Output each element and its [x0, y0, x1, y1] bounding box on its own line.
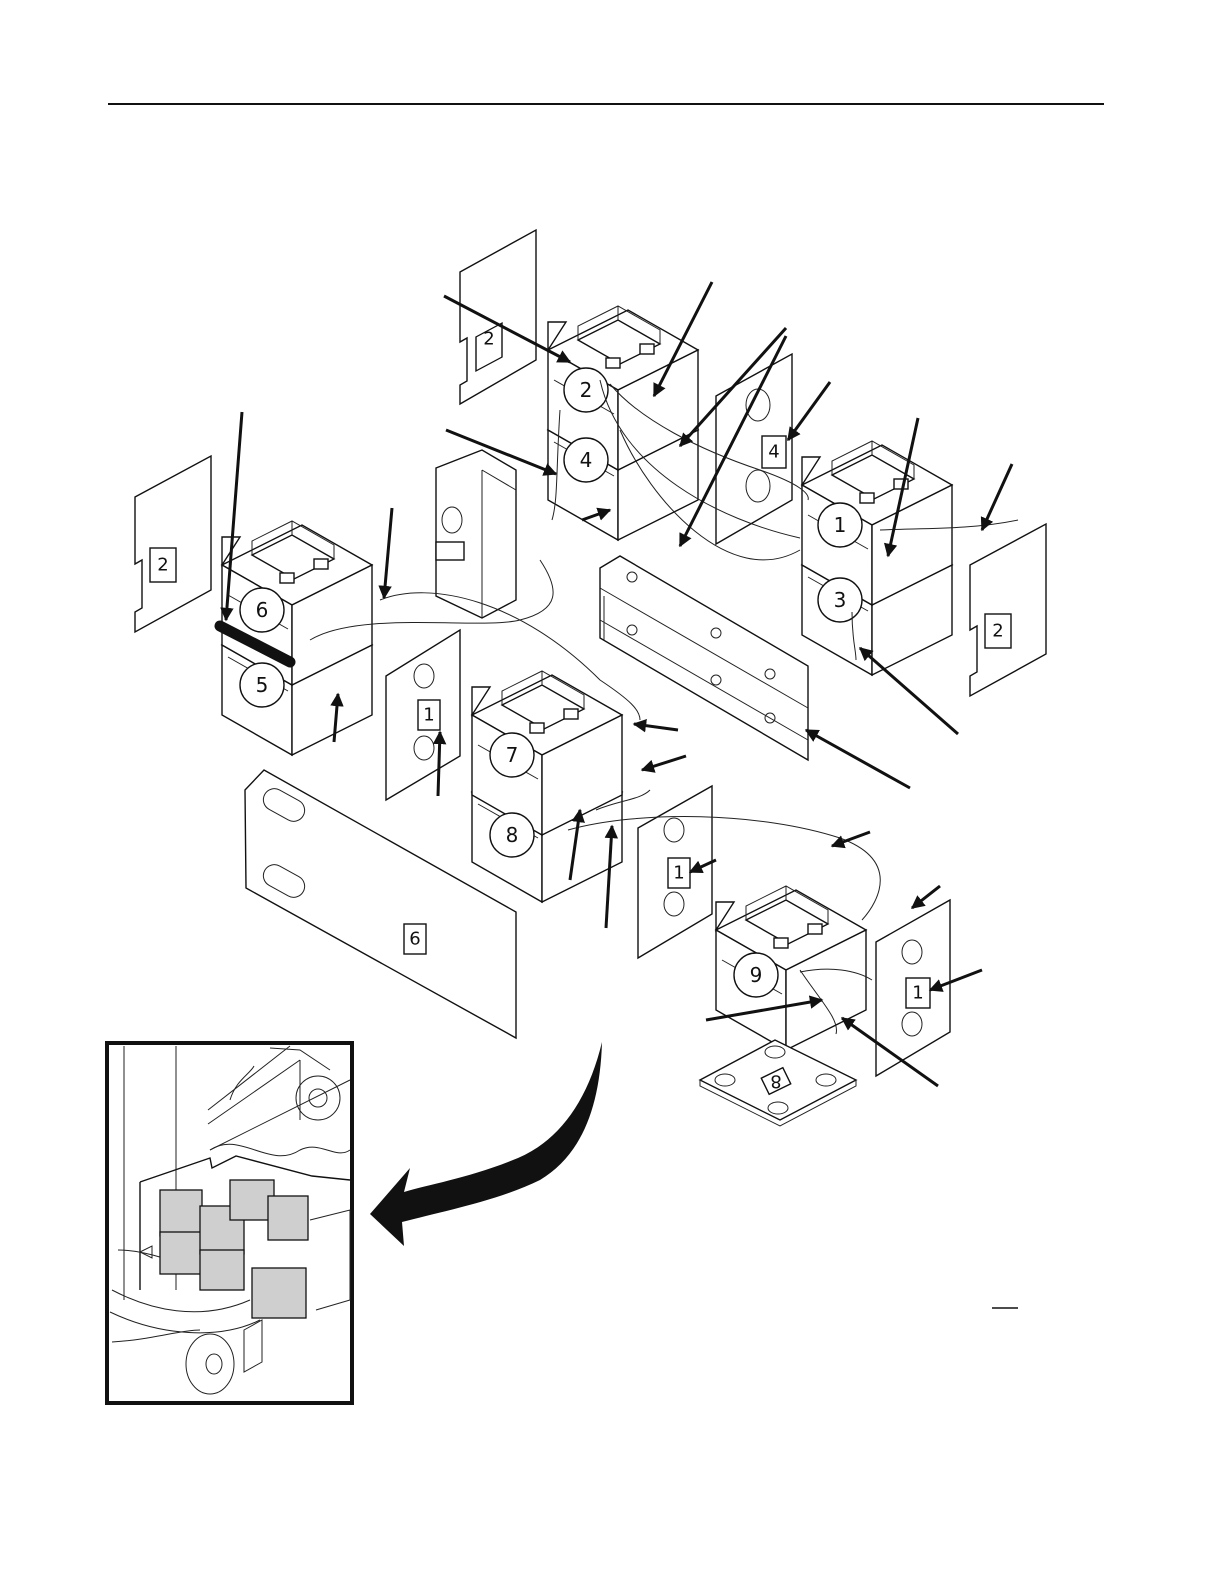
battery-5-label: 5 — [256, 673, 269, 697]
left-panel: 2 — [135, 456, 211, 632]
left-panel-tag: 2 — [157, 555, 168, 576]
battery-stack-6-5: 6 5 — [220, 521, 372, 755]
battery-stack-1-3: 1 3 — [802, 441, 952, 675]
battery-stack-2-4: 2 4 — [548, 306, 698, 540]
location-inset — [107, 1043, 352, 1403]
battery-2-label: 2 — [580, 378, 593, 402]
battery-4-label: 4 — [580, 448, 593, 472]
spacer-panel-a-tag: 1 — [423, 705, 434, 726]
center-panel-tag: 4 — [768, 442, 779, 463]
top-left-panel: 2 — [460, 230, 536, 404]
battery-9: 9 — [716, 886, 866, 1050]
battery-stack-7-8: 7 8 — [472, 671, 622, 902]
battery-6-label: 6 — [256, 598, 269, 622]
bracket-channel — [436, 450, 516, 618]
spacer-panel-c-tag: 1 — [912, 983, 923, 1004]
locator-arrow — [370, 1042, 602, 1246]
battery-7-label: 7 — [506, 743, 519, 767]
battery-1-label: 1 — [834, 513, 847, 537]
battery-9-label: 9 — [750, 963, 763, 987]
right-panel: 2 — [970, 524, 1046, 696]
spacer-panel-b: 1 — [638, 786, 712, 958]
right-panel-tag: 2 — [992, 621, 1003, 642]
base-pad-tag: 8 — [770, 1071, 781, 1092]
battery-8-label: 8 — [506, 823, 519, 847]
top-left-panel-tag: 2 — [483, 329, 494, 350]
spacer-panel-a: 1 — [386, 630, 460, 800]
spacer-panel-b-tag: 1 — [673, 863, 684, 884]
battery-3-label: 3 — [834, 588, 847, 612]
rail-bracket — [600, 556, 808, 760]
front-panel-tag: 6 — [409, 929, 420, 950]
base-pad: 8 — [700, 1040, 856, 1126]
